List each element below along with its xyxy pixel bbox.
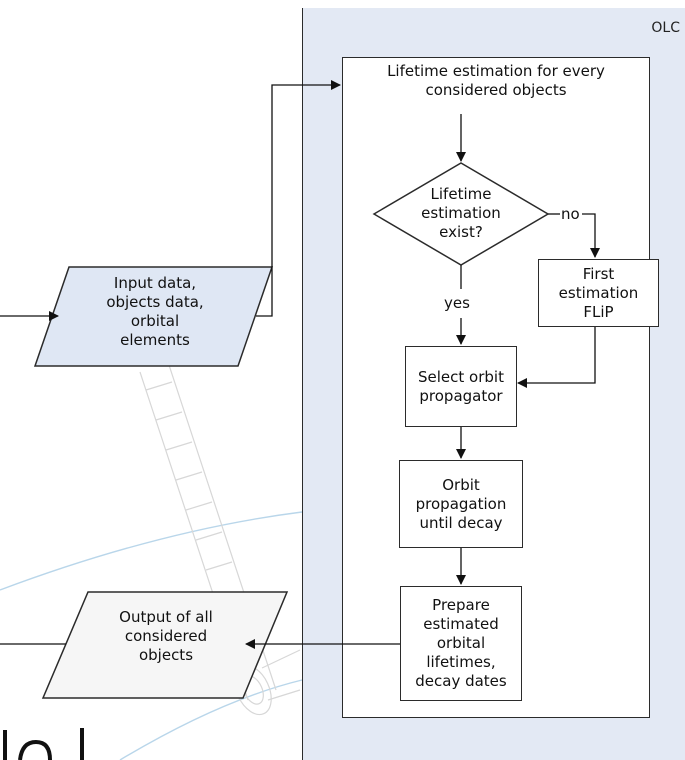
input-data-shape [33, 266, 274, 367]
output-shape [41, 591, 289, 699]
first-estimation-node: First estimation FLiP [538, 259, 659, 327]
no-edge-label: no [561, 205, 580, 223]
yes-edge-label: yes [444, 294, 470, 312]
select-orbit-propagator-node: Select orbit propagator [405, 346, 517, 427]
output-label: Output of all considered objects [119, 608, 213, 664]
decision-node-label: Lifetime estimation exist? [421, 185, 501, 241]
arrow-input-to-lifetime [256, 80, 341, 317]
olc-panel-label: OLC [651, 20, 680, 36]
orbit-propagation-node: Orbit propagation until decay [399, 460, 523, 548]
lifetime-estimation-node: Lifetime estimation for every considered… [387, 62, 605, 99]
input-data-label: Input data, objects data, orbital elemen… [106, 274, 204, 349]
arrow-first-estimation-to-select [517, 327, 596, 388]
arrow-no-to-first-estimation [582, 213, 600, 258]
prepare-lifetimes-node: Prepare estimated orbital lifetimes, dec… [400, 586, 522, 701]
